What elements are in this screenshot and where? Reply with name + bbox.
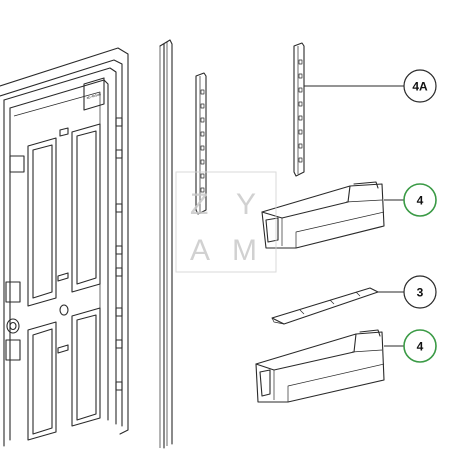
shelf-trim-strip [271,287,379,325]
watermark-letter: M [232,234,257,267]
door-shelf-upper [261,181,385,249]
callout-label: 3 [417,286,424,300]
watermark-letter: A [190,234,210,267]
callout-circle [403,69,437,103]
watermark: Z Y A M [175,171,277,273]
shelf-support-rail-4a [293,42,305,177]
watermark-letter: Y [236,188,256,221]
door-sticker: ab-4b5ab [83,77,105,111]
shelf-support-rail-left [195,72,207,215]
callout-circle-highlighted [403,329,437,363]
callout-label: 4A [412,80,428,94]
callout-label: 4 [417,194,424,208]
callout-4-upper: 4 [384,183,437,217]
door-shelf-lower [255,329,385,403]
door-gasket [159,39,173,449]
door-sticker-text: ab-4b5ab [86,92,101,100]
callout-4a: 4A [304,69,437,103]
refrigerator-door: ab-4b5ab [0,47,129,447]
callout-3: 3 [378,275,437,309]
callout-label: 4 [417,340,424,354]
callout-4-lower: 4 [384,329,437,363]
callout-circle-highlighted [403,183,437,217]
watermark-letter: Z [190,188,208,221]
callout-circle [403,275,437,309]
